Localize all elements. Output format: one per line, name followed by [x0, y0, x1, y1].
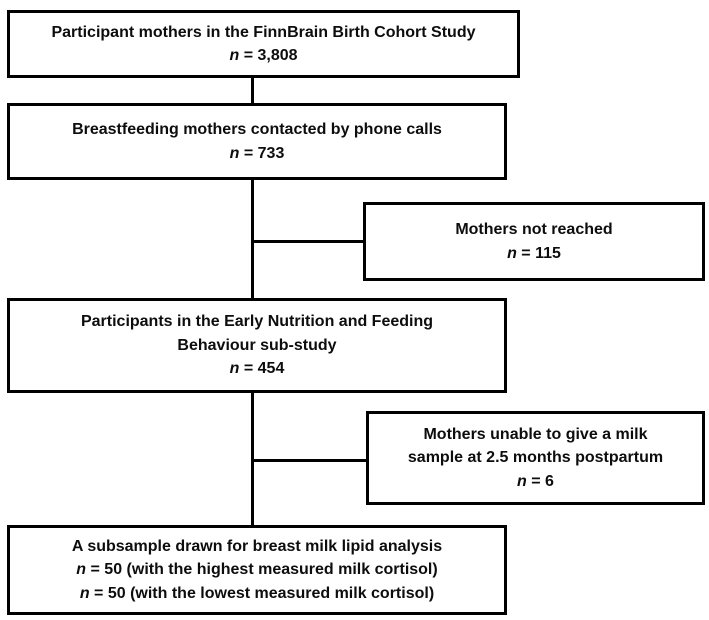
italic-n: n [229, 144, 240, 162]
line-text: Breastfeeding mothers contacted by phone… [72, 121, 442, 138]
box-contacted-by-phone: Breastfeeding mothers contacted by phone… [7, 103, 507, 180]
box-early-nutrition-substudy: Participants in the Early Nutrition and … [7, 298, 507, 393]
line-text: = 454 [239, 360, 285, 378]
italic-n: n [517, 472, 527, 490]
line-text: Behaviour sub-study [177, 336, 337, 354]
box-text-line: sample at 2.5 months postpartum [408, 446, 663, 470]
line-text: = 50 (with the lowest measured milk cort… [89, 584, 435, 602]
box-text-line: n = 50 (with the highest measured milk c… [76, 558, 437, 582]
box-text-line: n = 115 [507, 242, 561, 266]
box-text-line: Behaviour sub-study [177, 334, 336, 358]
line-text: Mothers not reached [455, 221, 613, 238]
italic-n: n [76, 561, 87, 579]
box-text-line: n = 454 [230, 357, 285, 381]
box-finnbrain-cohort: Participant mothers in the FinnBrain Bir… [7, 10, 520, 78]
italic-n: n [507, 244, 517, 262]
line-text: = 115 [516, 244, 561, 262]
box-text-line: A subsample drawn for breast milk lipid … [72, 535, 442, 559]
italic-n: n [229, 360, 240, 378]
line-text: = 6 [526, 472, 554, 490]
box-text-line: n = 3,808 [229, 44, 297, 68]
connector-branch-2 [254, 459, 367, 462]
box-text-line: Mothers not reached [455, 218, 612, 242]
connector-branch-1 [254, 240, 363, 243]
box-text-line: Breastfeeding mothers contacted by phone… [72, 118, 442, 142]
line-text: = 50 (with the highest measured milk cor… [86, 561, 438, 579]
box-text-line: n = 6 [517, 470, 554, 494]
line-text: Participant mothers in the FinnBrain Bir… [51, 23, 476, 41]
line-text: = 733 [239, 144, 285, 162]
line-text: = 3,808 [239, 47, 298, 64]
box-text-line: Mothers unable to give a milk [423, 423, 647, 447]
connector-vertical-2 [251, 180, 254, 298]
italic-n: n [229, 47, 240, 64]
box-text-line: Participant mothers in the FinnBrain Bir… [51, 21, 475, 45]
connector-vertical-1 [251, 78, 254, 103]
box-text-line: n = 50 (with the lowest measured milk co… [80, 582, 434, 606]
line-text: Participants in the Early Nutrition and … [80, 313, 434, 331]
box-lipid-analysis-subsample: A subsample drawn for breast milk lipid … [7, 525, 507, 615]
line-text: A subsample drawn for breast milk lipid … [71, 537, 443, 555]
connector-vertical-3 [251, 393, 254, 525]
box-text-line: Participants in the Early Nutrition and … [81, 310, 433, 334]
line-text: Mothers unable to give a milk [423, 425, 648, 443]
box-unable-to-give-milk-sample: Mothers unable to give a milk sample at … [366, 411, 705, 505]
box-mothers-not-reached: Mothers not reached n = 115 [363, 202, 705, 281]
line-text: sample at 2.5 months postpartum [407, 449, 664, 467]
italic-n: n [79, 584, 90, 602]
box-text-line: n = 733 [230, 142, 285, 166]
